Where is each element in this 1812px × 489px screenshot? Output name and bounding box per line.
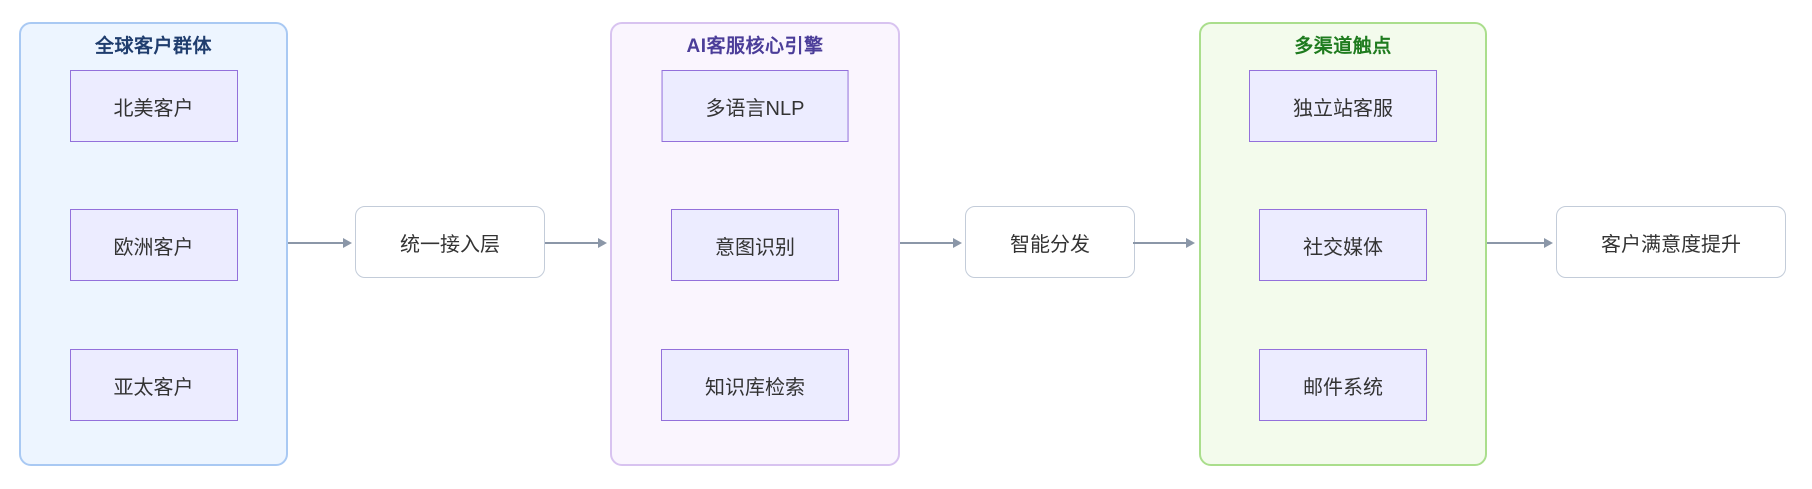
arrow-access-layer-to-ai-engine xyxy=(545,236,607,250)
node-knowledge-base-retrieval: 知识库检索 xyxy=(661,349,849,421)
node-multilingual-nlp: 多语言NLP xyxy=(661,70,849,142)
arrow-shaft xyxy=(1487,242,1545,244)
arrow-customers-to-access-layer xyxy=(288,236,352,250)
arrow-shaft xyxy=(1133,242,1187,244)
arrow-head-icon xyxy=(1186,238,1195,248)
node-north-america-customers: 北美客户 xyxy=(69,70,238,142)
arrow-head-icon xyxy=(598,238,607,248)
node-social-media: 社交媒体 xyxy=(1259,209,1427,281)
node-email-system: 邮件系统 xyxy=(1259,349,1427,421)
arrow-dispatch-to-channels xyxy=(1133,236,1195,250)
node-customer-satisfaction: 客户满意度提升 xyxy=(1556,206,1786,278)
arrow-shaft xyxy=(900,242,954,244)
node-apac-customers: 亚太客户 xyxy=(69,349,238,421)
node-independent-site-service: 独立站客服 xyxy=(1249,70,1437,142)
subgraph-global-customers: 全球客户群体 北美客户 欧洲客户 亚太客户 xyxy=(19,22,288,466)
subgraph-title: 全球客户群体 xyxy=(94,36,212,57)
subgraph-channels: 多渠道触点 独立站客服 社交媒体 邮件系统 xyxy=(1199,22,1487,466)
subgraph-title: AI客服核心引擎 xyxy=(686,36,824,57)
node-europe-customers: 欧洲客户 xyxy=(69,209,238,281)
arrow-head-icon xyxy=(343,238,352,248)
subgraph-ai-engine: AI客服核心引擎 多语言NLP 意图识别 知识库检索 xyxy=(610,22,900,466)
node-intelligent-dispatch: 智能分发 xyxy=(965,206,1135,278)
arrow-shaft xyxy=(545,242,599,244)
arrow-shaft xyxy=(288,242,344,244)
arrow-channels-to-satisfaction xyxy=(1487,236,1553,250)
subgraph-title: 多渠道触点 xyxy=(1294,36,1392,57)
node-unified-access-layer: 统一接入层 xyxy=(355,206,545,278)
node-intent-recognition: 意图识别 xyxy=(671,209,839,281)
arrow-ai-engine-to-dispatch xyxy=(900,236,962,250)
arrow-head-icon xyxy=(1544,238,1553,248)
arrow-head-icon xyxy=(953,238,962,248)
